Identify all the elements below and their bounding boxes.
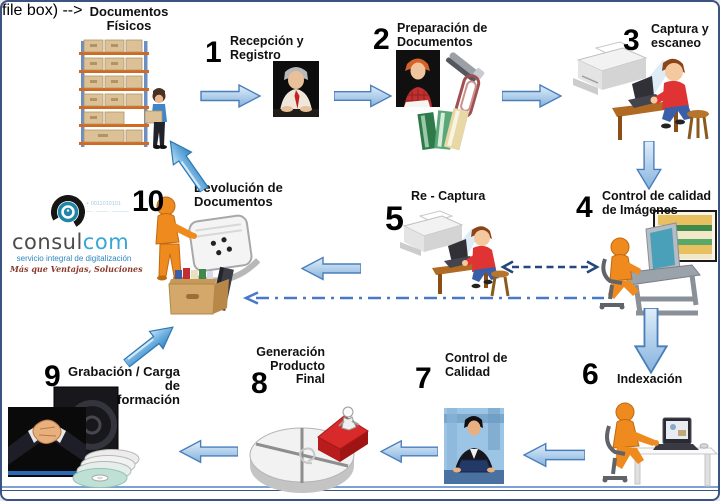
arrow-step6-to-step7 xyxy=(523,442,585,468)
step-7-line1: Control de xyxy=(445,351,508,365)
step-10-line2: Documentos xyxy=(194,194,273,210)
physical-documents-line2: Físicos xyxy=(106,18,152,34)
logo-digits-text: + 0011010101 xyxy=(86,201,121,207)
arrow-step10-to-shelf xyxy=(169,140,209,193)
physical-documents-line1: Documentos xyxy=(89,4,169,19)
step-9-label: Grabación / Carga de Información xyxy=(62,364,180,408)
logo-brand-consul: consul xyxy=(12,230,83,254)
consulcom-logo-icon xyxy=(51,195,85,230)
document-preparation-clipart xyxy=(396,50,485,151)
step-7-label: Control de Calidad xyxy=(445,351,525,379)
step-2-label: Preparación de Documentos xyxy=(397,21,502,49)
step-9-line1: Grabación / Carga xyxy=(68,364,180,379)
step-3-line2: escaneo xyxy=(651,35,702,50)
step-4-number: 4 xyxy=(576,191,593,224)
step-5-number: 5 xyxy=(385,200,404,238)
step-2-number: 2 xyxy=(373,23,390,56)
step-2-line2: Documentos xyxy=(397,34,473,49)
step-1-label: Recepción y Registro xyxy=(230,34,322,62)
logo-brand-com: com xyxy=(82,230,130,254)
logo-binary-decoration: + 0011010101— · —— · ——— xyxy=(86,201,129,216)
step-9-number: 9 xyxy=(44,360,61,393)
scanner-icon xyxy=(400,210,464,256)
cd-stack-icon xyxy=(72,449,140,488)
step-4-line2: de Imágenes xyxy=(602,202,678,217)
bottom-border-line xyxy=(2,490,718,491)
dashdot-connector-step4-to-box xyxy=(242,291,604,305)
arrow-step3-to-step4 xyxy=(636,141,662,190)
step-6-label: Indexación xyxy=(617,372,717,387)
step-4-line1: Control de calidad xyxy=(602,189,712,203)
step-3-label: Captura y escaneo xyxy=(651,22,718,50)
logo-brand-text: consulcom xyxy=(12,230,136,254)
bottom-accent-line xyxy=(2,486,718,488)
step-10-label: Devolución de Documentos xyxy=(194,180,294,210)
step-8-number: 8 xyxy=(251,367,268,400)
step-4-label: Control de calidad de Imágenes xyxy=(602,189,718,217)
step-6-line1: Indexación xyxy=(617,372,683,386)
step-2-line1: Preparación de xyxy=(397,21,488,35)
step-8-line1: Generación xyxy=(256,345,325,359)
step-6-number: 6 xyxy=(582,358,599,391)
scanner-icon xyxy=(573,41,648,95)
archive-shelf-clipart xyxy=(79,39,167,149)
step-10-number: 10 xyxy=(132,185,164,218)
quality-control-clipart xyxy=(444,408,504,484)
arrow-step9-to-step10 xyxy=(122,326,174,368)
step-8-label: Generación Producto Final xyxy=(249,345,325,387)
woman-carrying-box xyxy=(144,88,167,149)
arrow-step1-to-step2 xyxy=(334,84,392,108)
step-5-label: Re - Captura xyxy=(411,189,511,204)
final-product-pie-clipart xyxy=(249,406,369,493)
step-1-line1: Recepción y xyxy=(230,34,304,48)
consulcom-logo: + 0011010101— · —— · ——— consulcom servi… xyxy=(10,192,143,276)
step-9-line2: de xyxy=(164,378,180,394)
small-figure-on-slice xyxy=(338,406,360,431)
step-3-line1: Captura y xyxy=(651,22,709,36)
handshake-photo xyxy=(8,407,86,477)
arrow-step5-to-step10 xyxy=(301,256,361,281)
step-8-line3: Final xyxy=(295,372,325,386)
capture-scanning-clipart xyxy=(573,41,709,140)
physical-documents-label: Documentos Físicos xyxy=(74,4,184,34)
arrow-step8-to-step9 xyxy=(179,439,238,464)
recapture-operator xyxy=(462,226,510,297)
scanning-operator xyxy=(650,58,709,140)
recapture-clipart xyxy=(400,210,510,297)
arrow-step2-to-step3 xyxy=(502,84,562,108)
step-5-line1: Re - Captura xyxy=(411,189,486,203)
orange-figure-at-workstation xyxy=(599,237,641,310)
indexing-clipart xyxy=(602,402,718,487)
image-quality-control-clipart xyxy=(599,210,717,316)
step-7-line2: Calidad xyxy=(445,364,491,379)
step-3-number: 3 xyxy=(623,24,640,57)
step-9-line3: Información xyxy=(105,392,180,408)
arrow-step4-to-step6 xyxy=(634,308,668,374)
arrow-shelf-to-step1 xyxy=(200,84,262,108)
logo-subtitle: servicio integral de digitalización xyxy=(16,254,132,263)
dashed-connector-step4-step5 xyxy=(500,260,600,274)
arrow-step7-to-step8 xyxy=(380,439,438,464)
reception-clerk-clipart xyxy=(273,61,319,117)
orange-figure-indexing xyxy=(602,402,659,483)
file-box-clipart xyxy=(168,266,234,315)
red-pie-slice xyxy=(317,415,369,462)
logo-slogan: Más que Ventajas, Soluciones xyxy=(10,264,143,274)
recording-media-clipart: DVD xyxy=(8,386,140,488)
step-1-number: 1 xyxy=(205,36,222,69)
step-8-line2: Producto xyxy=(270,358,325,373)
step-10-line1: Devolución de xyxy=(194,180,283,195)
step-1-line2: Registro xyxy=(230,47,281,62)
step-7-number: 7 xyxy=(415,362,432,395)
